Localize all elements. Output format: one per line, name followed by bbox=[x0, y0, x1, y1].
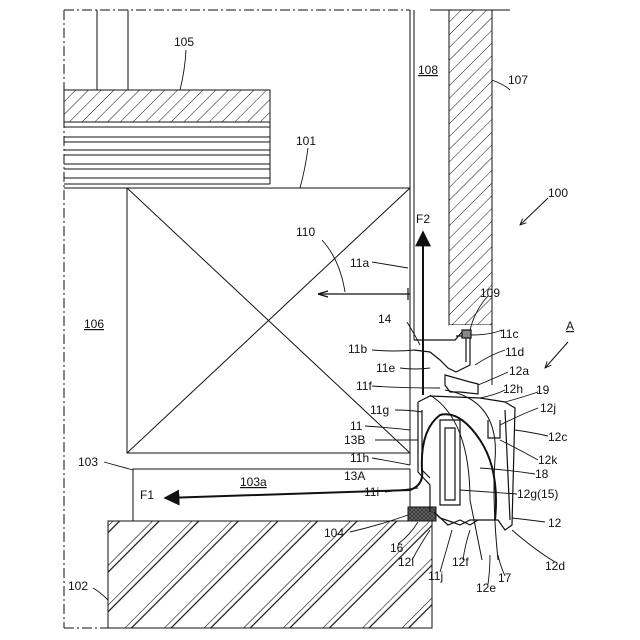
label-F2: F2 bbox=[416, 212, 430, 226]
wall-107 bbox=[449, 10, 492, 325]
label-107: 107 bbox=[508, 73, 528, 87]
label-11b: 11b bbox=[348, 342, 367, 356]
label-11f: 11f bbox=[356, 379, 372, 393]
label-13A: 13A bbox=[344, 469, 365, 483]
label-11h: 11h bbox=[350, 451, 369, 465]
label-14: 14 bbox=[378, 312, 392, 326]
label-19: 19 bbox=[536, 383, 550, 397]
label-12k: 12k bbox=[538, 453, 558, 467]
leader-A bbox=[545, 342, 568, 368]
label-102: 102 bbox=[68, 579, 88, 593]
label-12d: 12d bbox=[545, 559, 565, 573]
leader-100 bbox=[520, 198, 548, 225]
nail-110 bbox=[318, 288, 410, 300]
label-A: A bbox=[566, 319, 574, 333]
label-12e: 12e bbox=[476, 581, 496, 595]
label-12: 12 bbox=[548, 516, 562, 530]
panel-11a bbox=[410, 10, 414, 465]
label-13B: 13B bbox=[344, 433, 365, 447]
label-12a: 12a bbox=[509, 364, 529, 378]
label-12f: 12f bbox=[452, 555, 469, 569]
label-12g15: 12g(15) bbox=[517, 487, 558, 501]
label-103: 103 bbox=[78, 455, 98, 469]
foundation-102 bbox=[108, 521, 432, 628]
member-105 bbox=[64, 90, 270, 122]
label-16: 16 bbox=[390, 541, 404, 555]
label-104: 104 bbox=[324, 526, 344, 540]
label-101: 101 bbox=[296, 134, 316, 148]
label-11: 11 bbox=[350, 419, 363, 433]
label-18: 18 bbox=[535, 467, 549, 481]
label-11j: 11j bbox=[428, 569, 443, 583]
label-106: 106 bbox=[84, 317, 104, 331]
label-110: 110 bbox=[296, 225, 315, 239]
upper-posts bbox=[97, 10, 128, 90]
sill-box bbox=[127, 188, 410, 453]
label-11g: 11g bbox=[370, 403, 389, 417]
label-105: 105 bbox=[174, 35, 194, 49]
label-103a: 103a bbox=[240, 475, 267, 489]
label-11c: 11c bbox=[500, 327, 518, 341]
gasket-104 bbox=[408, 507, 436, 521]
label-12c: 12c bbox=[548, 430, 567, 444]
label-12h: 12h bbox=[503, 382, 523, 396]
label-11d: 11d bbox=[505, 345, 524, 359]
label-F1: F1 bbox=[140, 488, 154, 502]
label-17: 17 bbox=[498, 571, 512, 585]
label-11a: 11a bbox=[350, 256, 369, 270]
label-11i: 11i bbox=[364, 485, 379, 499]
label-12j: 12j bbox=[540, 401, 556, 415]
label-100: 100 bbox=[548, 186, 568, 200]
label-109: 109 bbox=[480, 286, 500, 300]
label-11e: 11e bbox=[376, 361, 395, 375]
label-108: 108 bbox=[418, 63, 438, 77]
label-12i: 12i bbox=[398, 555, 414, 569]
